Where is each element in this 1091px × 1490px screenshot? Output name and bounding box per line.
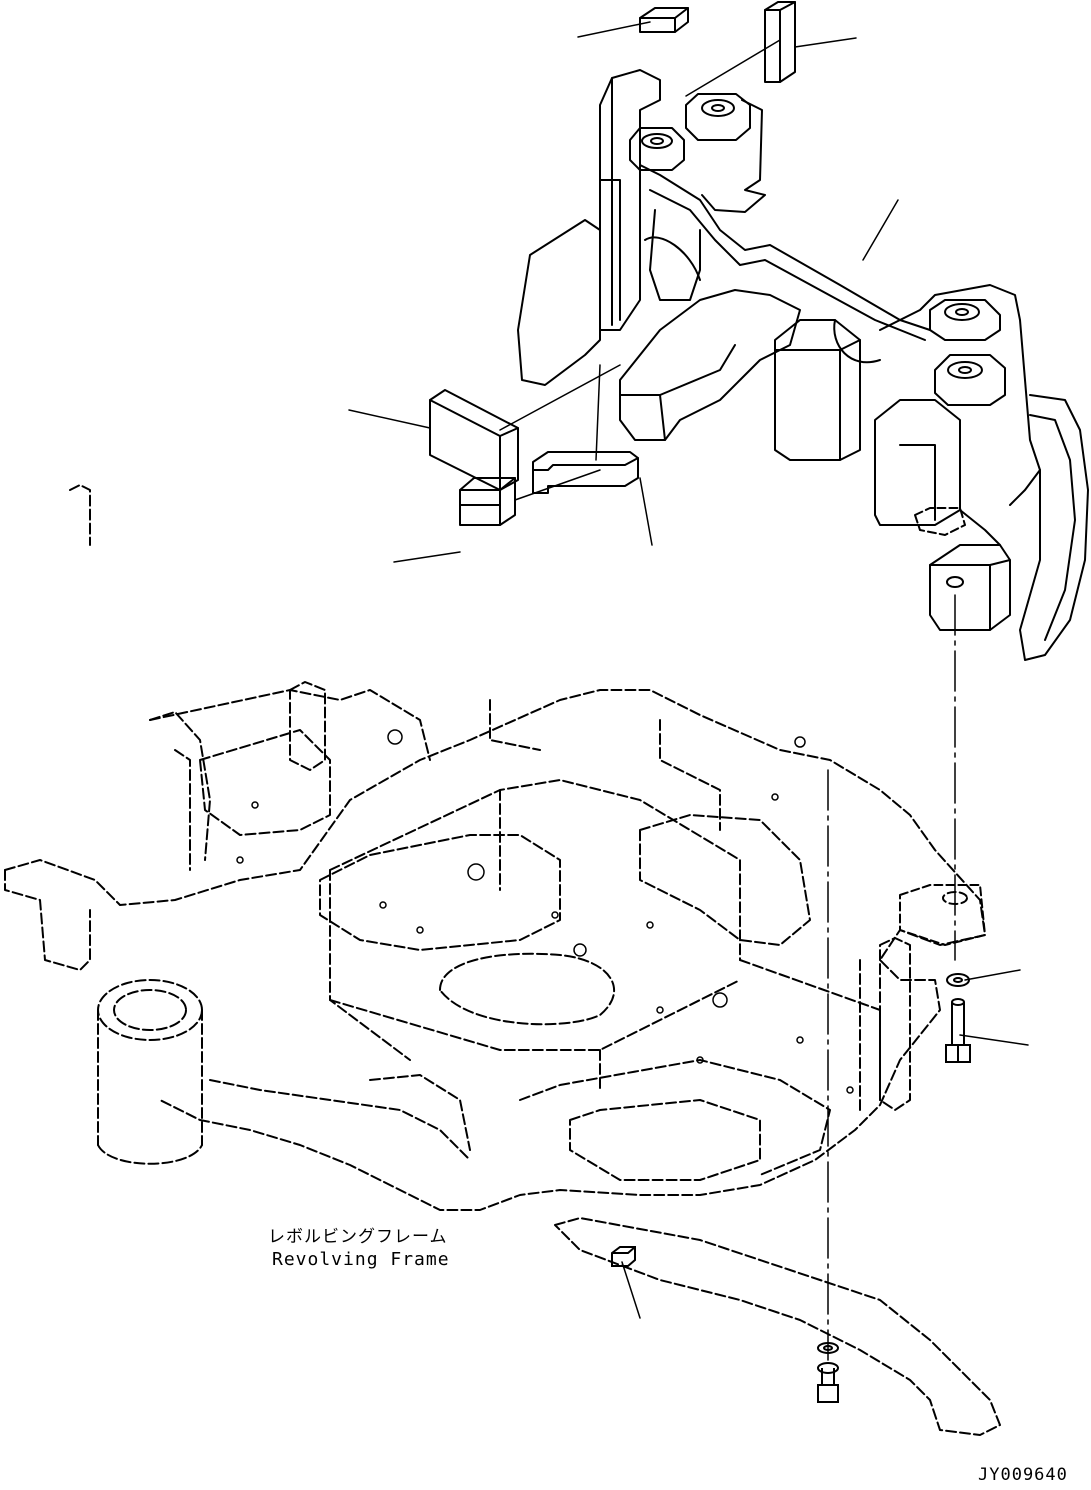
clip-small [611, 1246, 636, 1267]
spacer-cube [459, 477, 516, 526]
frame-label-en: Revolving Frame [272, 1249, 450, 1270]
leader-lines [348, 21, 1029, 1319]
center-lines [827, 594, 956, 1361]
frame-mount-bracket [899, 507, 986, 946]
washer-right [946, 973, 970, 987]
revolving-frame [4, 484, 1001, 1436]
bolt-right [945, 998, 971, 1063]
spacer-block-large [429, 389, 519, 491]
spacer-pad-top-tall [764, 1, 796, 83]
frame-label-jp: レボルビングフレーム [268, 1227, 448, 1247]
spacer-block-angled [532, 451, 639, 494]
bracket-frame-assembly [517, 69, 1089, 661]
drawing-id: JY009640 [978, 1465, 1068, 1485]
boom-foot-boss [97, 979, 203, 1165]
frame-holes [236, 729, 854, 1094]
spacer-pad-top-small [639, 7, 689, 33]
bolt-bottom [817, 1368, 839, 1403]
washer-bottom [817, 1342, 839, 1374]
